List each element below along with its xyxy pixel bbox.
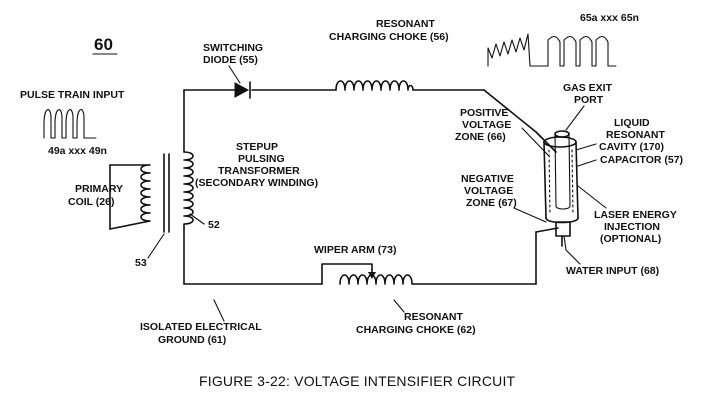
liquid-cavity-label-line2: RESONANT [606, 129, 666, 141]
choke-top-label-line2: CHARGING CHOKE (56) [329, 31, 449, 43]
transformer-label-line4: (SECONDARY WINDING) [195, 177, 318, 189]
liquid-cavity-label-line1: LIQUID [614, 117, 650, 129]
negative-zone-leader [513, 207, 547, 223]
gas-exit-label-line2: PORT [574, 94, 604, 106]
figure-caption: FIGURE 3-22: VOLTAGE INTENSIFIER CIRCUIT [199, 373, 516, 389]
water-input-label: WATER INPUT (68) [566, 265, 659, 277]
water-input-leader [565, 249, 581, 265]
output-waveform [487, 33, 617, 67]
switching-diode [234, 81, 251, 99]
laser-label-line1: LASER ENERGY [594, 209, 677, 221]
resonant-choke-62 [339, 274, 415, 285]
wiper-arm-label: WIPER ARM (73) [314, 244, 396, 256]
laser-label-line3: (OPTIONAL) [600, 233, 661, 245]
figure-number: 60 [94, 35, 113, 54]
wiper-arrow-icon [368, 272, 376, 279]
negative-zone-label-line3: ZONE (67) [466, 197, 517, 209]
positive-zone-leader [521, 127, 550, 157]
primary-coil [109, 164, 151, 230]
ref-52-leader [189, 213, 205, 225]
ref-52-label: 52 [208, 219, 220, 231]
positive-zone-label-line2: VOLTAGE [462, 119, 511, 131]
switching-diode-label-line1: SWITCHING [203, 42, 263, 54]
pulse-train-waveform [43, 109, 97, 139]
ground-label-line1: ISOLATED ELECTRICAL [140, 321, 262, 333]
transformer-label-line2: PULSING [238, 153, 285, 165]
transformer-secondary-winding [183, 151, 194, 229]
gas-exit-leader [565, 105, 585, 131]
ref-53-leader [147, 233, 165, 259]
output-series-label: 65a xxx 65n [580, 12, 639, 24]
laser-leader [577, 185, 607, 209]
primary-coil-label-line1: PRIMARY [75, 183, 123, 195]
switching-diode-label-line2: DIODE (55) [203, 54, 258, 66]
laser-label-line2: INJECTION [604, 221, 660, 233]
liquid-cavity-leader [575, 143, 597, 151]
liquid-cavity-label-line3: CAVITY (170) [599, 141, 664, 153]
transformer-label-line3: TRANSFORMER [218, 165, 300, 177]
ground-leader [213, 299, 225, 322]
resonant-cavity-capacitor [543, 130, 579, 251]
choke-top-label-line1: RESONANT [376, 18, 436, 30]
pulse-train-input-label: PULSE TRAIN INPUT [20, 89, 125, 101]
ground-label-line2: GROUND (61) [158, 334, 226, 346]
pulse-series-label: 49a xxx 49n [48, 145, 107, 157]
capacitor-label: CAPACITOR (57) [600, 154, 683, 166]
ref-53-label: 53 [135, 257, 147, 269]
diode-leader-line [228, 65, 241, 84]
positive-zone-label-line3: ZONE (66) [455, 131, 506, 143]
gas-exit-label-line1: GAS EXIT [563, 82, 613, 94]
choke-bottom-label-line1: RESONANT [404, 311, 464, 323]
capacitor-leader [577, 159, 597, 167]
transformer-label-line1: STEPUP [236, 141, 278, 153]
circuit-wiring [183, 89, 559, 285]
choke-bottom-leader [393, 299, 405, 313]
negative-zone-label-line2: VOLTAGE [464, 185, 513, 197]
choke-bottom-label-line2: CHARGING CHOKE (62) [356, 324, 476, 336]
negative-zone-label-line1: NEGATIVE [461, 173, 514, 185]
wiper-arm [321, 263, 373, 285]
resonant-choke-56 [335, 80, 414, 91]
primary-coil-label-line2: COIL (26) [68, 196, 114, 208]
positive-zone-label-line1: POSITIVE [460, 107, 508, 119]
